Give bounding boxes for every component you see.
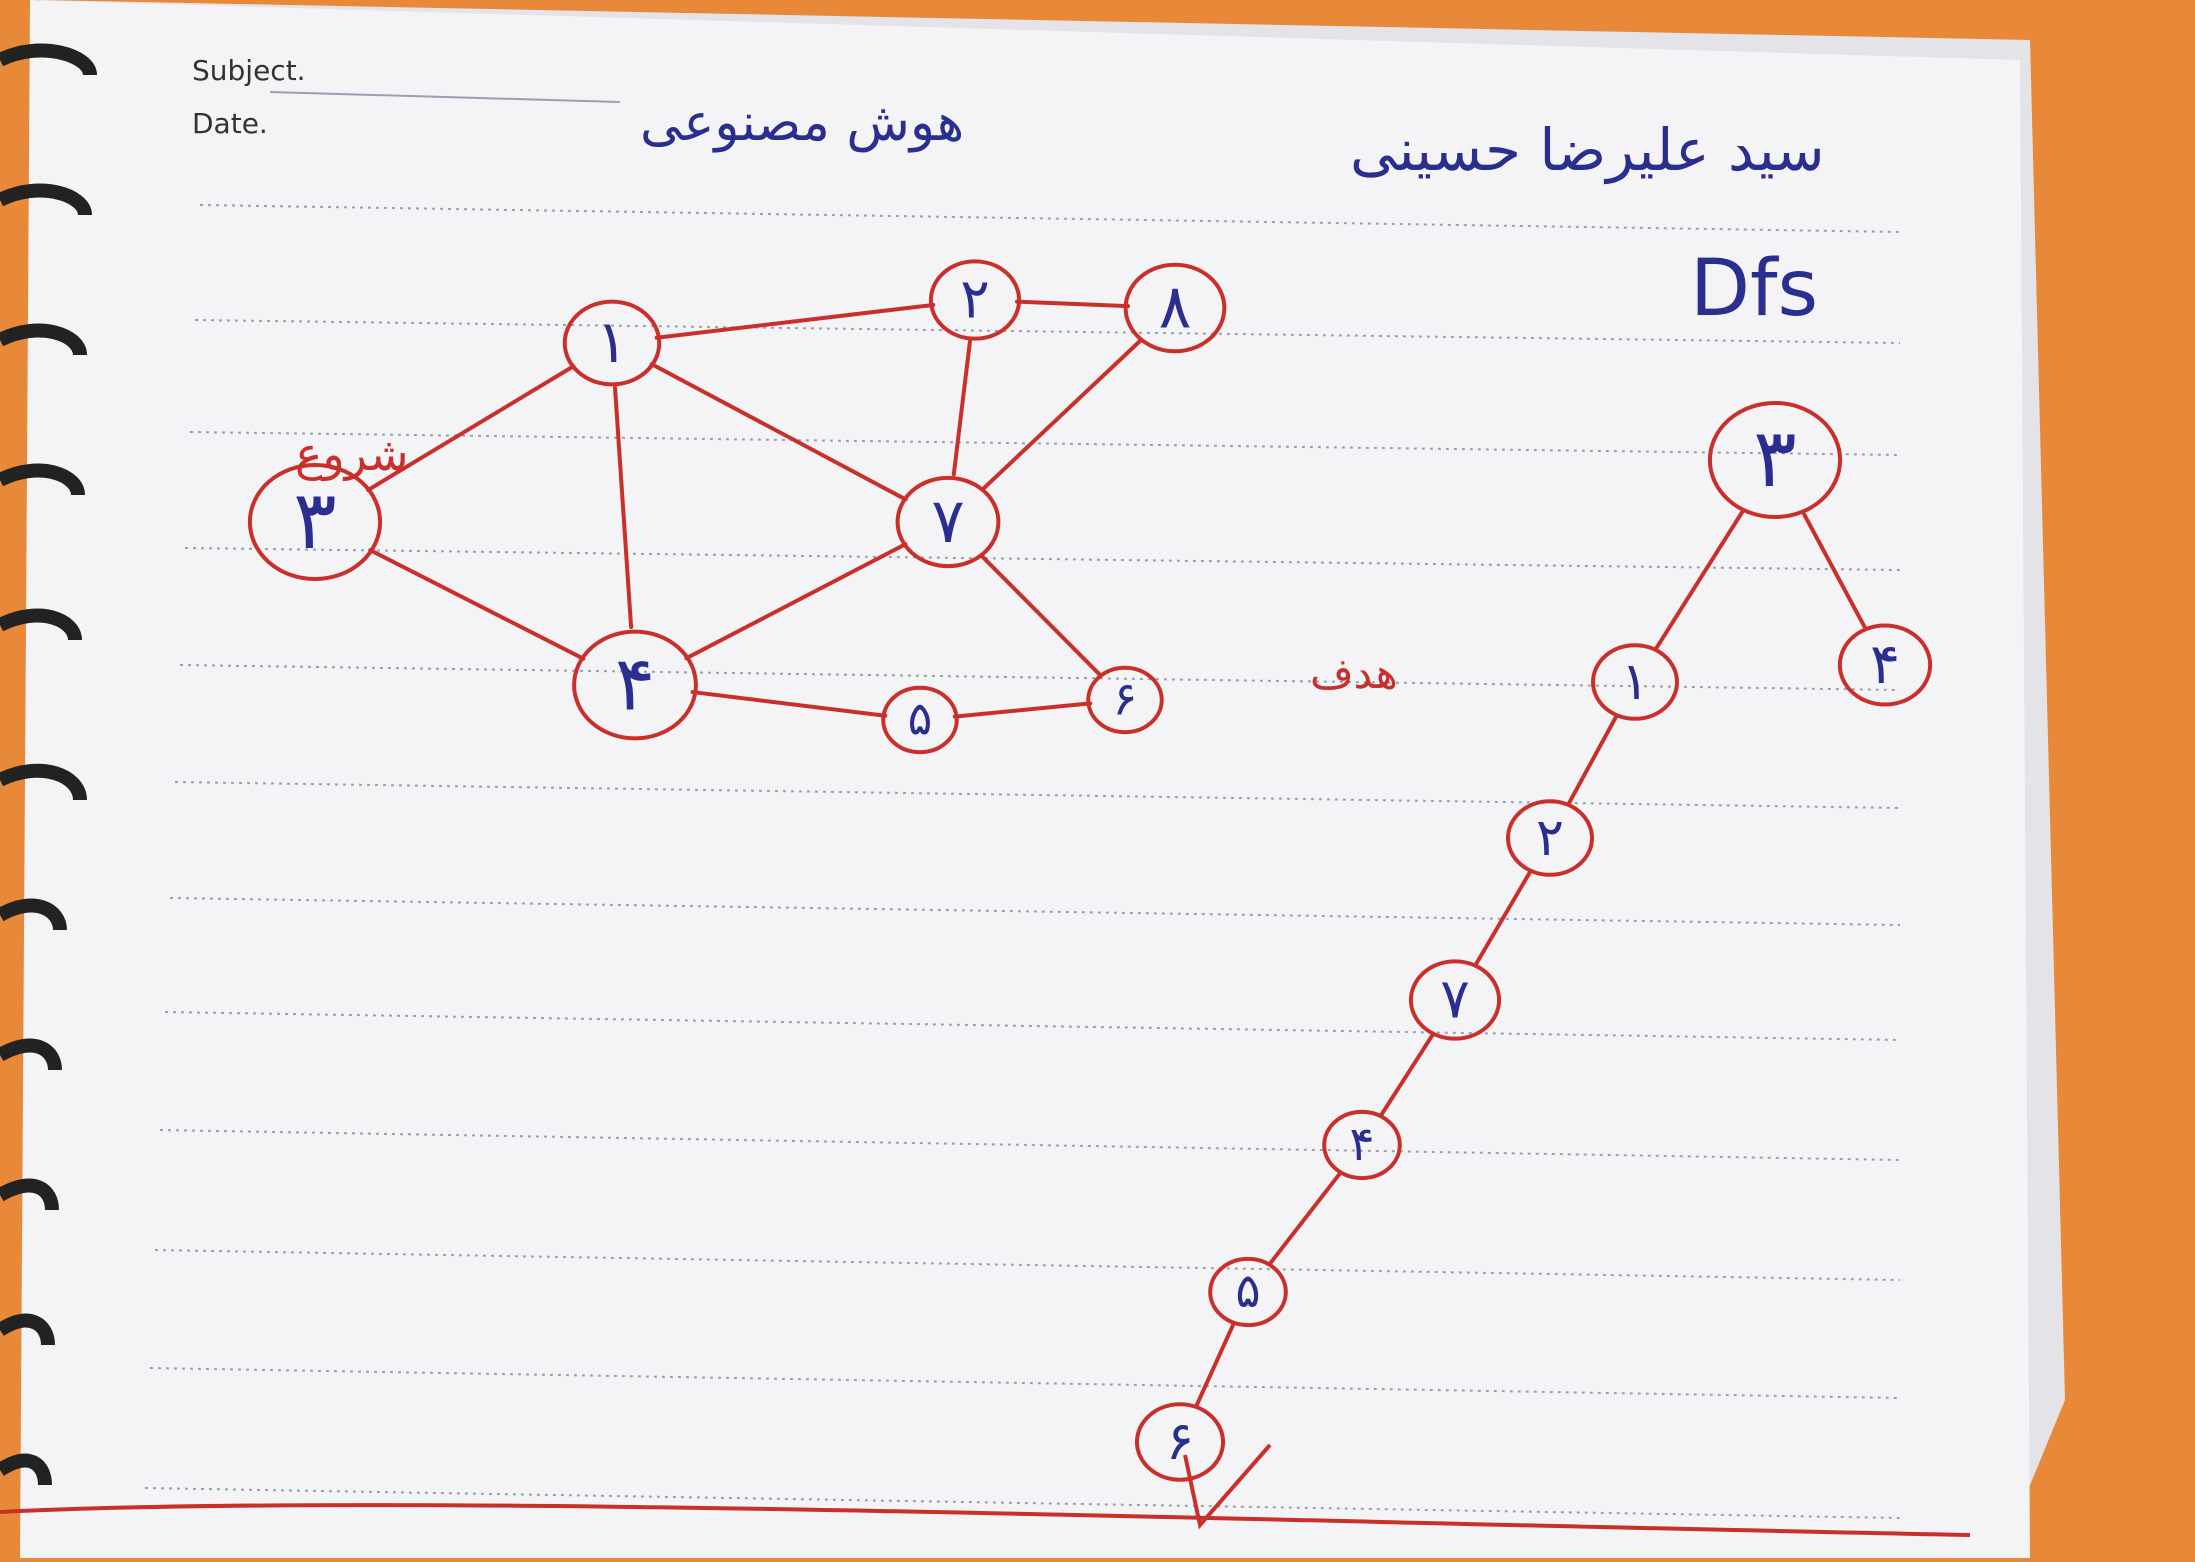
graph-edge-n7-n6 — [979, 554, 1103, 678]
graph-edge-n2-n8 — [1014, 299, 1131, 309]
tree-node-label: ۵ — [1235, 1264, 1260, 1319]
graph-node-circle — [1123, 262, 1227, 354]
graph-node-circle — [928, 259, 1022, 341]
tree-edge-t1-t2 — [1567, 715, 1618, 805]
graph-node-circle — [1086, 665, 1164, 735]
graph-node-label: ۸ — [1159, 272, 1192, 343]
tree-node-t5: ۵ — [1208, 1256, 1288, 1328]
author-name: سید علیرضا حسینی — [1350, 116, 1825, 185]
graph-node-label: ۱ — [596, 307, 628, 376]
graph-node-n6: ۶ — [1086, 665, 1164, 735]
tree-node-circle — [1591, 643, 1679, 721]
tree-node-label: ۲ — [1536, 808, 1564, 868]
graph-node-circle — [895, 475, 1001, 569]
ruled-lines — [144, 204, 1901, 1519]
graph-node-label: ۵ — [908, 692, 933, 746]
tree-node-t2: ۲ — [1506, 799, 1594, 877]
graph-node-circle — [572, 629, 698, 741]
tree-node-label: ۷ — [1440, 967, 1470, 1031]
graph-edge-n1-n4 — [613, 385, 634, 630]
tree-node-t4a: ۴ — [1837, 623, 1933, 707]
dfs-title: Dfs — [1690, 244, 1818, 334]
graph-node-label: ۴ — [615, 639, 655, 727]
tree-node-label: ۴ — [1349, 1117, 1374, 1172]
tree-node-circle — [1134, 1402, 1226, 1482]
date-label: Date. — [192, 107, 268, 140]
tree-node-circle — [1208, 1256, 1288, 1328]
subject-label: Subject. — [192, 54, 306, 87]
graph-node-n7: ۷ — [895, 475, 1001, 569]
tree-node-label: ۶ — [1166, 1411, 1194, 1472]
tree-edge-t7-t4b — [1379, 1033, 1435, 1117]
graph-node-circle — [562, 299, 662, 387]
graph-node-n8: ۸ — [1123, 262, 1227, 354]
tree-edge-t2-t7 — [1474, 870, 1532, 966]
tree-node-t4b: ۴ — [1322, 1109, 1402, 1181]
graph-edge-n2-n7 — [951, 339, 972, 477]
goal-check-mark — [1183, 1443, 1272, 1530]
spiral-binding — [0, 43, 97, 1486]
graph-node-n4: ۴ — [572, 629, 698, 741]
tree-node-t3: ۳ — [1707, 400, 1843, 520]
graph-node-n3: ۳ — [247, 462, 383, 582]
graph-node-n5: ۵ — [881, 685, 959, 755]
tree-edge-t4b-t5 — [1268, 1171, 1342, 1266]
page-bottom-line — [0, 1503, 1971, 1537]
graph-node-circle — [247, 462, 383, 582]
tree-edge-t3-t1 — [1654, 510, 1744, 651]
tree-node-t6: ۶ — [1134, 1402, 1226, 1482]
subject-value: هوش مصنوعی — [640, 93, 964, 153]
graph-node-label: ۷ — [931, 484, 964, 557]
graph-edge-n1-n2 — [654, 302, 936, 340]
graph-edge-n4-n7 — [684, 542, 908, 661]
notebook-page — [20, 0, 2030, 1558]
goal-label: هدف — [1310, 649, 1398, 698]
graph-edge-n3-n4 — [368, 548, 586, 661]
tree-node-label: ۳ — [1753, 412, 1797, 506]
tree-edge-t5-t6 — [1194, 1322, 1236, 1407]
graph-edges — [366, 299, 1143, 719]
graph-node-n2: ۲ — [928, 259, 1022, 341]
tree-node-t1: ۱ — [1591, 643, 1679, 721]
graph-node-n1: ۱ — [562, 299, 662, 387]
tree-node-circle — [1408, 959, 1502, 1041]
graph-edge-n4-n5 — [690, 690, 888, 718]
graph-node-label: ۳ — [293, 474, 337, 568]
tree-edges — [1194, 510, 1867, 1407]
graph-nodes: ۱ ۲ ۸ ۳ ۷ ۴ ۵ ۶ — [247, 259, 1227, 755]
tree-node-t7: ۷ — [1408, 959, 1502, 1041]
tree-node-circle — [1707, 400, 1843, 520]
graph-edge-n1-n7 — [649, 362, 908, 502]
graph-node-label: ۶ — [1113, 672, 1138, 726]
tree-node-circle — [1322, 1109, 1402, 1181]
graph-edge-n5-n6 — [952, 701, 1093, 719]
tree-node-circle — [1506, 799, 1594, 877]
tree-node-label: ۴ — [1870, 632, 1900, 697]
graph-node-label: ۲ — [960, 267, 990, 331]
subject-underline — [269, 91, 621, 103]
graph-node-circle — [881, 685, 959, 755]
graph-edge-n3-n1 — [366, 364, 576, 492]
tree-node-circle — [1837, 623, 1933, 707]
tree-nodes: ۳ ۱ ۴ ۲ ۷ ۴ ۵ ۶ — [1134, 400, 1933, 1482]
tree-node-label: ۱ — [1621, 652, 1649, 712]
graph-edge-n8-n7 — [980, 338, 1143, 492]
tree-edge-t3-t4a — [1802, 512, 1867, 630]
